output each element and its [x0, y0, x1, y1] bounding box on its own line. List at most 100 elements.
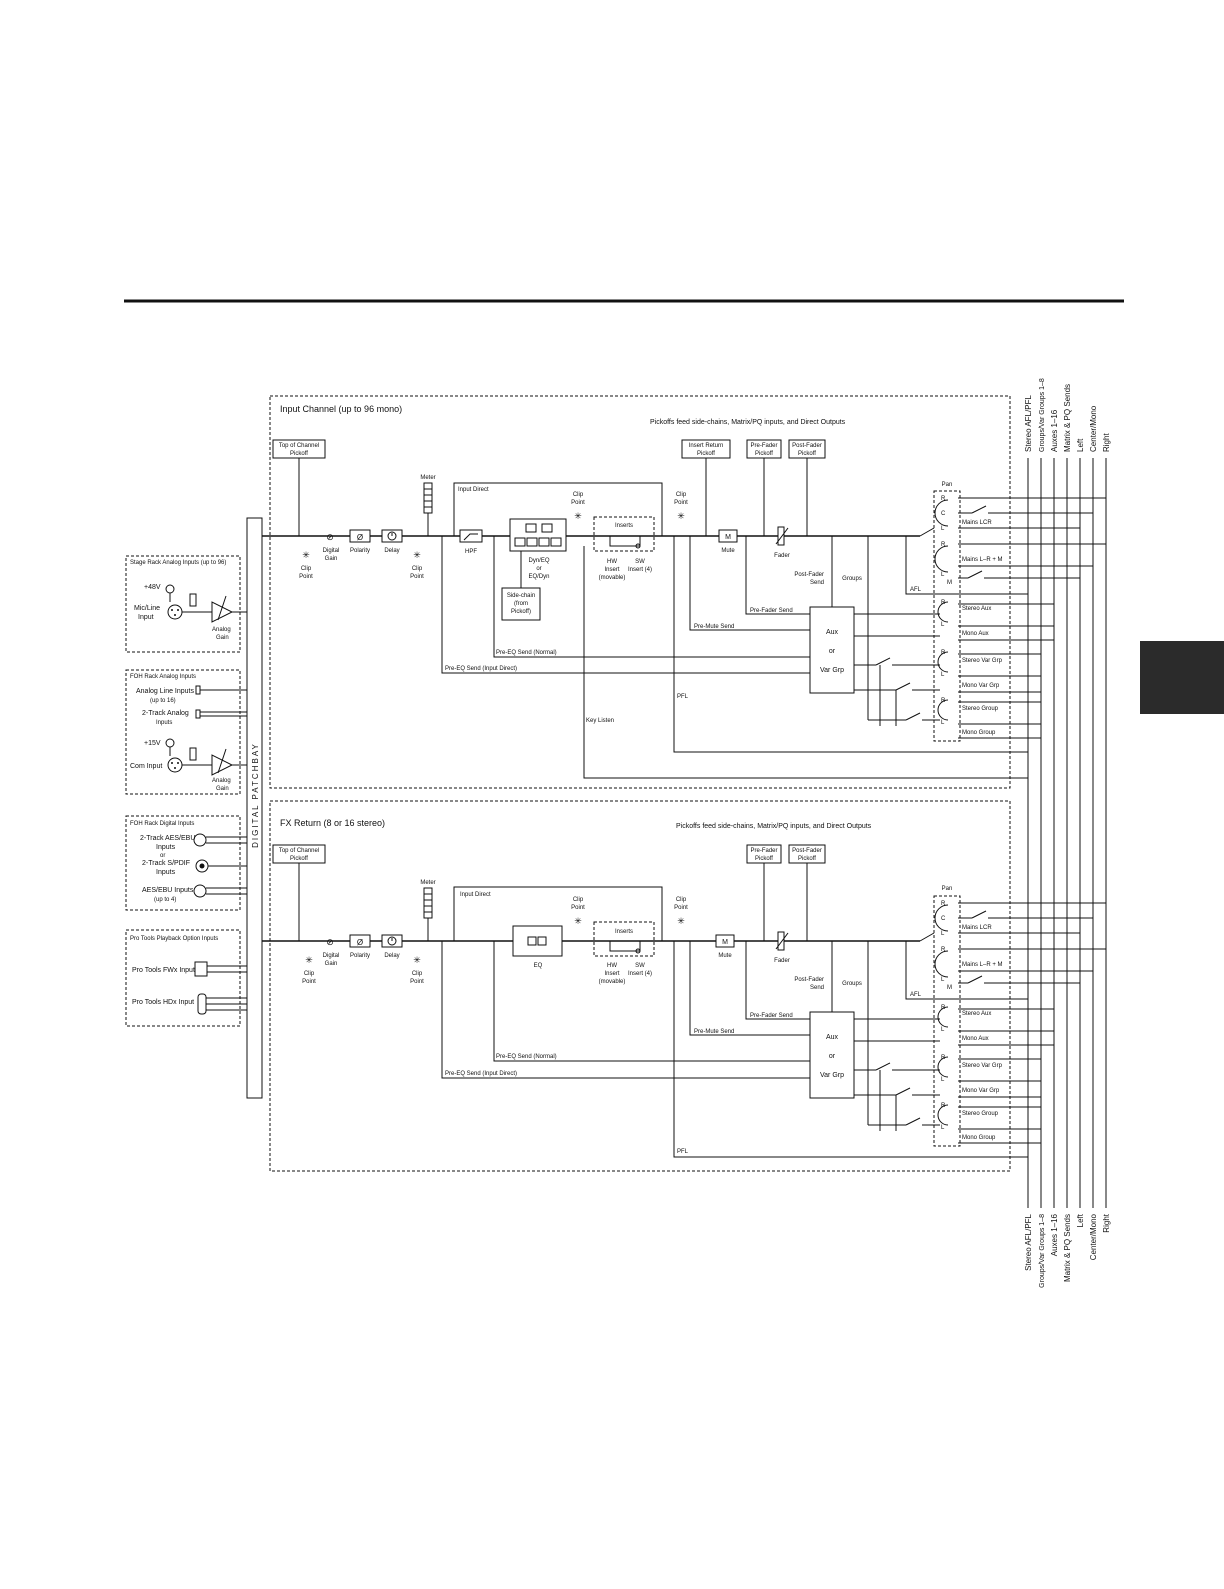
aux-var-grp-block [809, 1011, 855, 1099]
digital-gain-label: Digital [323, 953, 340, 959]
stage-rack-inputs: Stage Rack Analog Inputs (up to 96) +48V… [125, 555, 247, 653]
output-label: Mono Group [962, 730, 996, 736]
hw-insert-label: (movable) [599, 575, 626, 581]
pan-letter: R [941, 901, 946, 907]
spdif-label: Inputs [156, 869, 176, 876]
inserts-label: Inserts [615, 523, 633, 529]
gain-label: Analog [212, 627, 231, 633]
clip-point-icon: ✳ [302, 550, 310, 560]
foh-analog-title: FOH Rack Analog Inputs [130, 674, 196, 680]
stage-rack-title: Stage Rack Analog Inputs (up to 96) [130, 560, 226, 566]
digital-gain-label: Digital [323, 548, 340, 554]
bus-label: Center/Mono [1089, 1213, 1098, 1260]
output-label: Mono Group [962, 1135, 996, 1141]
hpf-curve-icon [463, 533, 478, 541]
pan-letter: L [941, 931, 945, 937]
pan-panel [933, 895, 961, 1147]
pan-letter: R [941, 947, 946, 953]
polarity-label: Polarity [350, 953, 370, 959]
pre-eq-normal-label: Pre-EQ Send (Normal) [496, 1054, 557, 1060]
output-label: Stereo Var Grp [962, 1063, 1003, 1069]
clip-point-icon: ✳ [305, 955, 313, 965]
pickoffs-note: Pickoffs feed side-chains, Matrix/PQ inp… [650, 419, 846, 426]
meter-label: Meter [420, 880, 435, 886]
post-fader-send-label: Post-Fader [794, 572, 824, 578]
gain-label: Gain [216, 635, 229, 641]
xlr-connector-icon [167, 757, 183, 773]
hpf-label: HPF [465, 549, 477, 555]
clip-label: Point [299, 574, 313, 580]
pan-letter: L [941, 720, 945, 726]
key-listen-label: Key Listen [586, 718, 614, 724]
pan-letter: R [941, 542, 946, 548]
pan-letter: L [941, 977, 945, 983]
hdx-label: Pro Tools HDx Input [132, 999, 194, 1006]
foh-analog-inputs: FOH Rack Analog Inputs Analog Line Input… [125, 669, 247, 795]
mute-label: Mute [718, 953, 732, 959]
clip-point-icon: ✳ [574, 511, 582, 521]
pan-icons [934, 904, 949, 1126]
pre-mute-send-label: Pre-Mute Send [694, 1029, 734, 1035]
inserts-label: Inserts [615, 929, 633, 935]
or-label: or [160, 853, 165, 859]
top-pickoff-label: Top of Channel [279, 848, 319, 854]
pan-letter: R [941, 1005, 946, 1011]
post-fader-pickoff-label: Pickoff [798, 856, 816, 862]
mute-symbol: M [725, 534, 731, 541]
protools-title: Pro Tools Playback Option Inputs [130, 936, 218, 942]
aes-inputs-label: (up to 4) [154, 897, 176, 903]
bus-label: Matrix & PQ Sends [1063, 1214, 1072, 1282]
firewire-icon [194, 961, 208, 977]
pickoffs-note: Pickoffs feed side-chains, Matrix/PQ inp… [676, 823, 872, 830]
clip-label: Clip [304, 971, 315, 977]
gain-label: Analog [212, 778, 231, 784]
clip-label: Point [674, 500, 688, 506]
xlr-connector-icon [193, 833, 207, 847]
input-direct-label: Input Direct [458, 487, 489, 493]
bus-label: Right [1102, 1213, 1111, 1232]
mic-line-label: Input [138, 614, 154, 621]
post-fader-send-label: Post-Fader [794, 977, 824, 983]
aes-two-track-label: Inputs [156, 844, 176, 851]
xlr-connector-icon [167, 604, 183, 620]
bus-labels-bottom: Stereo AFL/PFL Groups/Var Groups 1–8 Aux… [1024, 1213, 1111, 1288]
clip-label: Clip [676, 492, 687, 498]
hw-insert-label: HW [607, 559, 617, 565]
clip-label: Point [674, 905, 688, 911]
pan-letter: M [947, 985, 952, 991]
pre-eq-direct-label: Pre-EQ Send (Input Direct) [445, 666, 517, 672]
mute-label: Mute [721, 548, 735, 554]
pre-fader-send-label: Pre-Fader Send [750, 608, 793, 614]
pre-fader-send-label: Pre-Fader Send [750, 1013, 793, 1019]
aux-label: Aux [826, 629, 839, 636]
bus-label: Auxes 1–16 [1050, 1213, 1059, 1256]
aux-label: Var Grp [820, 667, 844, 674]
delay-label: Delay [384, 953, 399, 959]
pan-letter: R [941, 1055, 946, 1061]
output-label: Mains LCR [962, 925, 992, 931]
input-direct-label: Input Direct [460, 892, 491, 898]
bus-label: Right [1102, 433, 1111, 452]
clip-label: Point [571, 500, 585, 506]
delay-label: Delay [384, 548, 399, 554]
gain-label: Gain [216, 786, 229, 792]
clip-point-icon: ✳ [677, 916, 685, 926]
aes-two-track-label: 2-Track AES/EBU [140, 835, 195, 842]
pan-letter: L [941, 572, 945, 578]
groups-label: Groups [842, 981, 862, 987]
sw-insert-label: Insert (4) [628, 567, 652, 573]
fader-icon [777, 526, 785, 546]
meter-icon [423, 482, 433, 514]
foh-digital-title: FOH Rack Digital Inputs [130, 821, 194, 827]
fwx-label: Pro Tools FWx Input [132, 967, 195, 974]
hw-insert-label: HW [607, 963, 617, 969]
pan-letter: L [941, 1027, 945, 1033]
fx-return-title: FX Return (8 or 16 stereo) [280, 818, 385, 828]
hw-insert-label: Insert [604, 971, 619, 977]
bus-label: Left [1076, 1213, 1085, 1227]
fader-icon [777, 931, 785, 951]
input-channel-section: Input Channel (up to 96 mono) Pickoffs f… [262, 395, 1106, 789]
fader-label: Fader [774, 958, 790, 964]
pan-icons [934, 499, 949, 721]
clip-point-icon: ✳ [574, 916, 582, 926]
